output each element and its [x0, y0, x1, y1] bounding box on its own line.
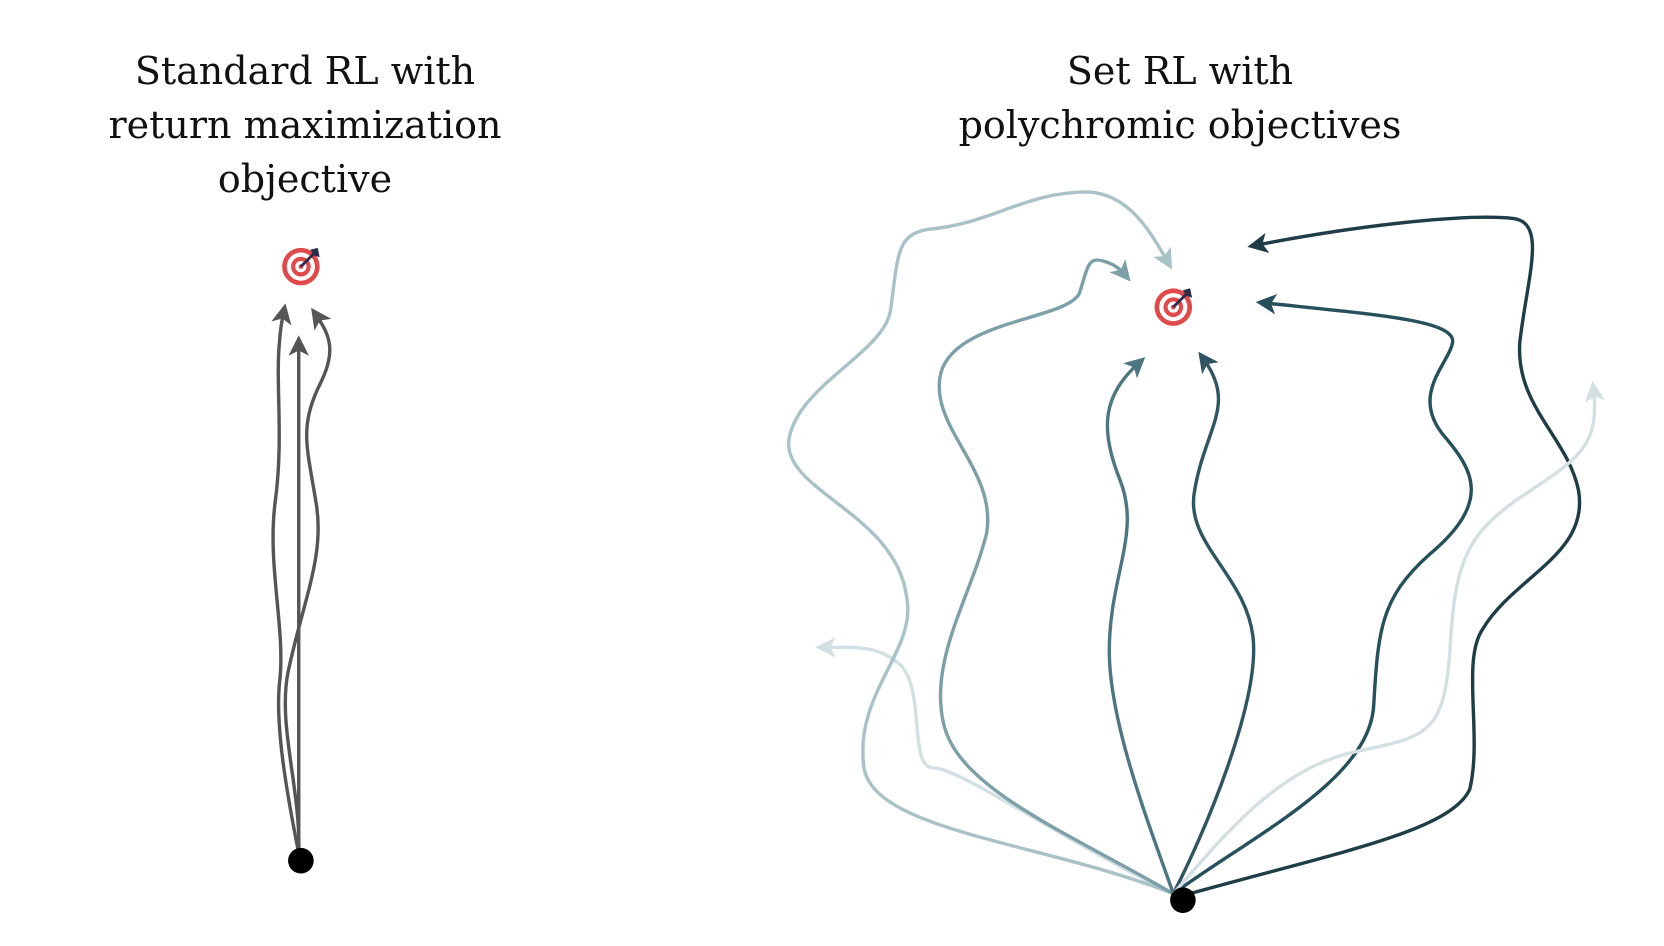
- right-trajectories: [787, 190, 1605, 898]
- target-icon: [280, 246, 322, 287]
- trajectory-arrow: [1181, 215, 1582, 898]
- title-line: Set RL with: [1066, 49, 1294, 93]
- trajectory-arrow: [787, 190, 1174, 896]
- title-line: polychromic objectives: [958, 103, 1402, 147]
- start-point-icon: [288, 847, 314, 874]
- trajectory-arrow: [1171, 351, 1256, 895]
- trajectory-arrow: [271, 303, 301, 854]
- title-line: objective: [217, 157, 393, 201]
- trajectory-arrow: [1171, 381, 1605, 895]
- right-panel-title: Set RL with polychromic objectives: [900, 44, 1460, 152]
- start-point-icon: [1170, 887, 1196, 913]
- target-icon: [1153, 286, 1194, 328]
- title-line: return maximization: [108, 103, 502, 147]
- trajectory-arrow: [283, 307, 332, 854]
- trajectory-arrow: [1105, 357, 1175, 895]
- left-panel-title: Standard RL with return maximization obj…: [60, 44, 550, 206]
- trajectory-arrow: [815, 637, 1175, 896]
- trajectory-arrow: [1172, 293, 1473, 896]
- title-line: Standard RL with: [134, 49, 476, 93]
- left-trajectories: [271, 303, 332, 854]
- trajectory-arrow: [937, 258, 1175, 896]
